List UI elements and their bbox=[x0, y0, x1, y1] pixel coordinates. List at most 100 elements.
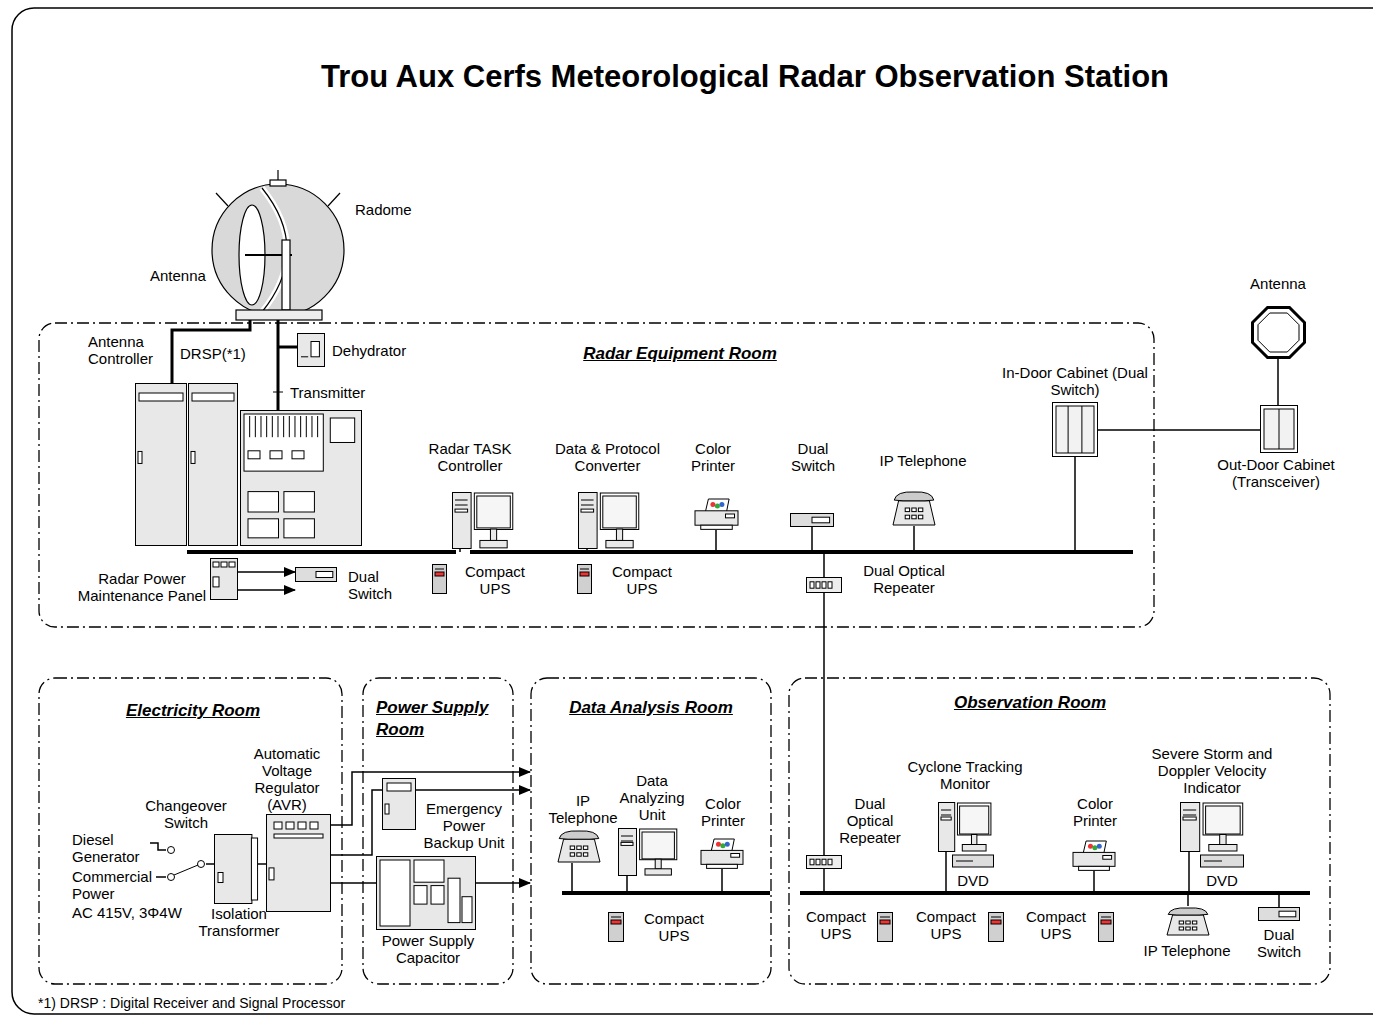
icon-part bbox=[316, 572, 333, 578]
device-label: DRSP(*1) bbox=[180, 345, 260, 362]
connector bbox=[206, 863, 214, 865]
device-node: Compact UPS bbox=[877, 912, 893, 942]
device-node: Compact UPS bbox=[988, 912, 1004, 942]
icon-part bbox=[249, 416, 250, 437]
icon-part bbox=[791, 514, 834, 527]
icon-part bbox=[655, 859, 661, 869]
device-label: Data Analyzing Unit bbox=[610, 772, 694, 823]
icon-part bbox=[918, 515, 922, 519]
icon-part bbox=[822, 859, 826, 865]
device-label: Dehydrator bbox=[332, 342, 422, 359]
icon-part bbox=[292, 451, 304, 459]
icon-part bbox=[448, 878, 460, 922]
icon-part bbox=[905, 508, 909, 512]
pedestal bbox=[282, 240, 290, 310]
device-node: Automatic Voltage Regulator (AVR) bbox=[266, 814, 331, 912]
icon-part bbox=[380, 860, 410, 926]
icon-part bbox=[807, 578, 842, 593]
icon-part bbox=[383, 779, 416, 830]
icon-part bbox=[828, 582, 832, 588]
icon-part bbox=[269, 868, 274, 880]
device-node: DVD bbox=[1200, 853, 1244, 869]
device-icon bbox=[1072, 840, 1116, 871]
icon-part bbox=[431, 886, 444, 905]
device-icon bbox=[1166, 906, 1210, 936]
connector bbox=[258, 863, 266, 865]
device-icon bbox=[694, 498, 739, 530]
device-node: Color Printer bbox=[1072, 840, 1116, 871]
connector bbox=[823, 593, 825, 855]
device-label: Automatic Voltage Regulator (AVR) bbox=[238, 745, 336, 813]
icon-part bbox=[621, 836, 633, 837]
icon-part bbox=[270, 451, 282, 459]
icon-part bbox=[1183, 817, 1196, 820]
device-node: Changeover Switch bbox=[166, 842, 206, 882]
icon-part bbox=[695, 511, 738, 525]
icon-part bbox=[215, 835, 252, 904]
icon-part bbox=[956, 861, 973, 862]
icon-part bbox=[558, 839, 600, 862]
icon-part bbox=[616, 529, 622, 540]
device-label: Radar TASK Controller bbox=[418, 440, 522, 474]
icon-part bbox=[284, 519, 315, 538]
icon-part bbox=[1101, 920, 1111, 924]
icon-part bbox=[600, 493, 638, 529]
icon-part bbox=[878, 913, 893, 942]
part-label: Antenna bbox=[150, 267, 224, 284]
device-node: In-Door Cabinet (Dual Switch) bbox=[1052, 402, 1098, 457]
bus-lines bbox=[187, 552, 1310, 893]
device-node: DRSP(*1) bbox=[188, 383, 238, 546]
device-icon bbox=[297, 333, 325, 367]
bus bbox=[562, 891, 770, 895]
icon-part bbox=[941, 815, 951, 816]
icon-part bbox=[710, 502, 715, 507]
icon-part bbox=[580, 569, 589, 570]
icon-part bbox=[581, 505, 594, 506]
device-icon bbox=[938, 802, 992, 852]
device-icon bbox=[608, 912, 624, 942]
icon-part bbox=[213, 562, 219, 567]
device-node: Out-Door Cabinet (Transceiver) bbox=[1260, 405, 1298, 453]
device-label: IP Telephone bbox=[544, 792, 622, 826]
icon-part bbox=[580, 572, 589, 576]
icon-part bbox=[577, 846, 581, 849]
icon-part bbox=[1179, 921, 1183, 924]
icon-part bbox=[603, 496, 636, 528]
rod bbox=[328, 193, 340, 206]
device-node: Data & Protocol Converter bbox=[578, 492, 640, 549]
icon-part bbox=[962, 845, 986, 852]
device-icon bbox=[892, 490, 936, 526]
icon-part bbox=[611, 917, 621, 918]
icon-part bbox=[1264, 409, 1294, 449]
device-label: Compact UPS bbox=[602, 563, 682, 597]
icon-part bbox=[720, 843, 725, 848]
icon-part bbox=[433, 565, 447, 594]
device-node: Compact UPS bbox=[1098, 912, 1114, 942]
diagram-title: Trou Aux Cerfs Meteorological Radar Obse… bbox=[280, 58, 1210, 96]
device-icon bbox=[1180, 802, 1244, 852]
icon-part bbox=[1181, 803, 1200, 852]
device-icon bbox=[577, 564, 592, 594]
icon-part bbox=[579, 493, 598, 549]
icon-part bbox=[1081, 406, 1082, 453]
icon-part bbox=[716, 842, 721, 847]
device-node: Emergency Power Backup Unit bbox=[382, 778, 416, 830]
icon-part bbox=[1201, 855, 1244, 867]
icon-part bbox=[559, 831, 599, 839]
icon-part bbox=[822, 582, 826, 588]
device-label: Emergency Power Backup Unit bbox=[418, 800, 510, 851]
icon-part bbox=[1103, 856, 1112, 860]
icon-part bbox=[715, 504, 720, 509]
icon-part bbox=[1204, 861, 1222, 862]
icon-part bbox=[812, 517, 830, 523]
icon-part bbox=[941, 810, 951, 811]
icon-part bbox=[609, 913, 624, 942]
icon-part bbox=[1183, 815, 1196, 816]
icon-part bbox=[570, 846, 574, 849]
device-label: Dual Switch bbox=[1250, 926, 1308, 960]
bus bbox=[800, 891, 1310, 895]
icon-part bbox=[39, 678, 342, 984]
device-node: Data Analyzing Unit bbox=[618, 828, 678, 876]
device-icon bbox=[557, 829, 601, 863]
cable bbox=[277, 320, 280, 410]
